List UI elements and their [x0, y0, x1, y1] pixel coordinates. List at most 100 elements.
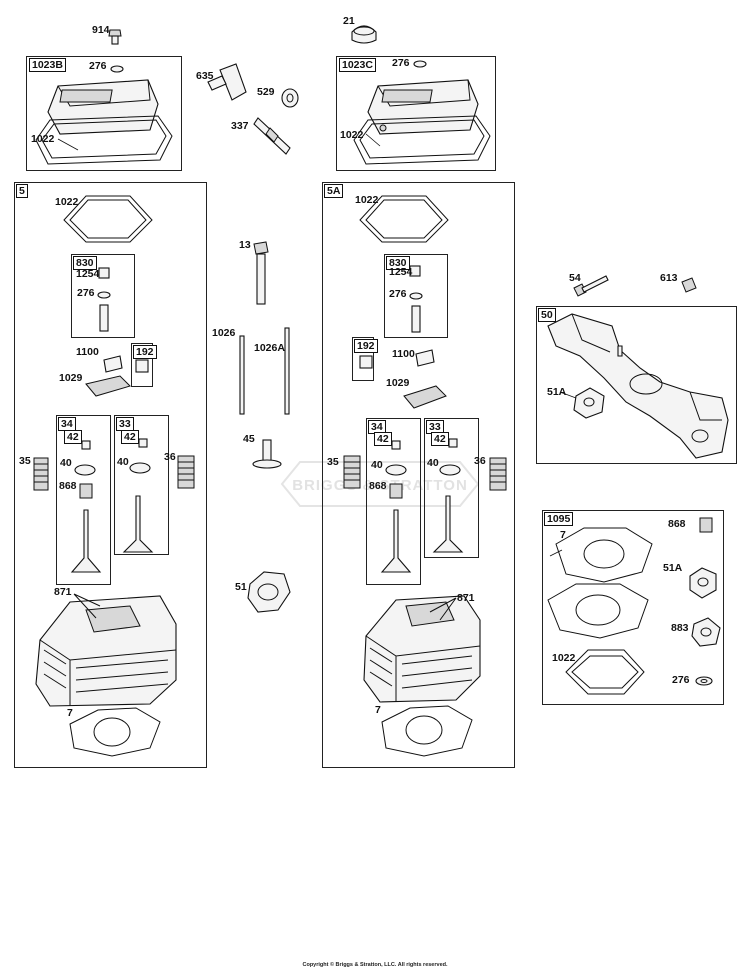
bolt-914-part [108, 29, 122, 45]
title-1023b: 1023B [29, 58, 66, 72]
bolt-54-part [573, 275, 609, 297]
title-42: 42 [374, 432, 392, 446]
valve-cover-1023c-part [353, 79, 491, 165]
label-45: 45 [243, 433, 255, 445]
washer-276-part [413, 60, 427, 68]
subbox-34-right [366, 418, 421, 585]
label-868: 868 [668, 518, 686, 530]
subbox-34-left [56, 415, 111, 585]
label-40: 40 [427, 457, 439, 469]
subbox-192-left [131, 343, 153, 387]
subbox-830-left [71, 254, 135, 338]
label-54: 54 [569, 272, 581, 284]
label-1100: 1100 [392, 348, 415, 360]
label-529: 529 [257, 86, 275, 98]
subbox-33-right [424, 418, 479, 558]
box-1095 [542, 510, 724, 705]
label-40: 40 [371, 459, 383, 471]
subbox-192-right [352, 337, 374, 381]
label-868: 868 [59, 480, 77, 492]
title-42: 42 [431, 432, 449, 446]
label-1022: 1022 [31, 133, 55, 145]
grommet-529-part [281, 88, 299, 108]
title-5: 5 [16, 184, 28, 198]
label-51a: 51A [547, 386, 567, 398]
watermark-logo: BRIGGS & STRATTON [280, 461, 480, 507]
subbox-830-right [384, 254, 448, 338]
label-1029: 1029 [59, 372, 83, 384]
title-1023c: 1023C [339, 58, 376, 72]
box5-parts [33, 195, 195, 757]
box-5a [322, 182, 515, 768]
middle-parts [239, 241, 291, 613]
label-1022: 1022 [355, 194, 379, 206]
label-51: 51 [235, 581, 247, 593]
title-830: 830 [386, 256, 410, 270]
label-276: 276 [392, 57, 410, 69]
label-868: 868 [369, 480, 387, 492]
label-13: 13 [239, 239, 251, 251]
label-7: 7 [560, 529, 566, 541]
title-1095: 1095 [544, 512, 574, 526]
label-1022: 1022 [552, 652, 576, 664]
title-34: 34 [58, 417, 76, 431]
title-33: 33 [116, 417, 134, 431]
box-50 [536, 306, 737, 464]
bolt-613-part [681, 277, 697, 293]
cap-21-part [351, 25, 377, 44]
title-42: 42 [64, 430, 82, 444]
box-1023b [26, 56, 182, 171]
box-5 [14, 182, 207, 768]
exhaust-manifold-50-part [547, 313, 729, 459]
label-276: 276 [389, 288, 407, 300]
label-1254: 1254 [76, 268, 100, 280]
valve-cover-1023b-part [35, 79, 173, 165]
copyright-footer: Copyright © Briggs & Stratton, LLC. All … [302, 962, 448, 968]
label-36: 36 [164, 451, 176, 463]
watermark-text: BRIGGS & STRATTON [292, 477, 468, 494]
title-5a: 5A [324, 184, 344, 198]
label-871: 871 [54, 586, 72, 598]
label-40: 40 [60, 457, 72, 469]
title-42: 42 [121, 430, 139, 444]
label-276: 276 [77, 287, 95, 299]
label-51a: 51A [663, 562, 683, 574]
label-1022: 1022 [55, 196, 79, 208]
label-40: 40 [117, 456, 129, 468]
label-1100: 1100 [76, 346, 99, 358]
box-1023c [336, 56, 496, 171]
label-1254: 1254 [389, 266, 413, 278]
label-1026a: 1026A [254, 342, 285, 354]
label-871: 871 [457, 592, 475, 604]
title-192: 192 [354, 339, 378, 353]
label-883: 883 [671, 622, 689, 634]
leader-lines [57, 133, 577, 557]
label-21: 21 [343, 15, 355, 27]
label-914: 914 [92, 24, 110, 36]
label-1029: 1029 [386, 377, 410, 389]
box5a-parts [343, 195, 507, 757]
title-33: 33 [426, 420, 444, 434]
label-1026: 1026 [212, 327, 236, 339]
label-337: 337 [231, 120, 249, 132]
label-1022: 1022 [340, 129, 364, 141]
label-36: 36 [474, 455, 486, 467]
spark-plug-337-part [253, 117, 291, 155]
label-635: 635 [196, 70, 214, 82]
gasket-kit-1095-part [547, 517, 721, 695]
title-830: 830 [73, 256, 97, 270]
title-50: 50 [538, 308, 556, 322]
label-613: 613 [660, 272, 678, 284]
label-35: 35 [19, 455, 31, 467]
label-35: 35 [327, 456, 339, 468]
label-7: 7 [67, 707, 73, 719]
spark-plug-boot-635-part [207, 63, 247, 101]
washer-276-part [110, 65, 124, 73]
label-276: 276 [89, 60, 107, 72]
label-276: 276 [672, 674, 690, 686]
title-192: 192 [133, 345, 157, 359]
subbox-33-left [114, 415, 169, 555]
label-7: 7 [375, 704, 381, 716]
